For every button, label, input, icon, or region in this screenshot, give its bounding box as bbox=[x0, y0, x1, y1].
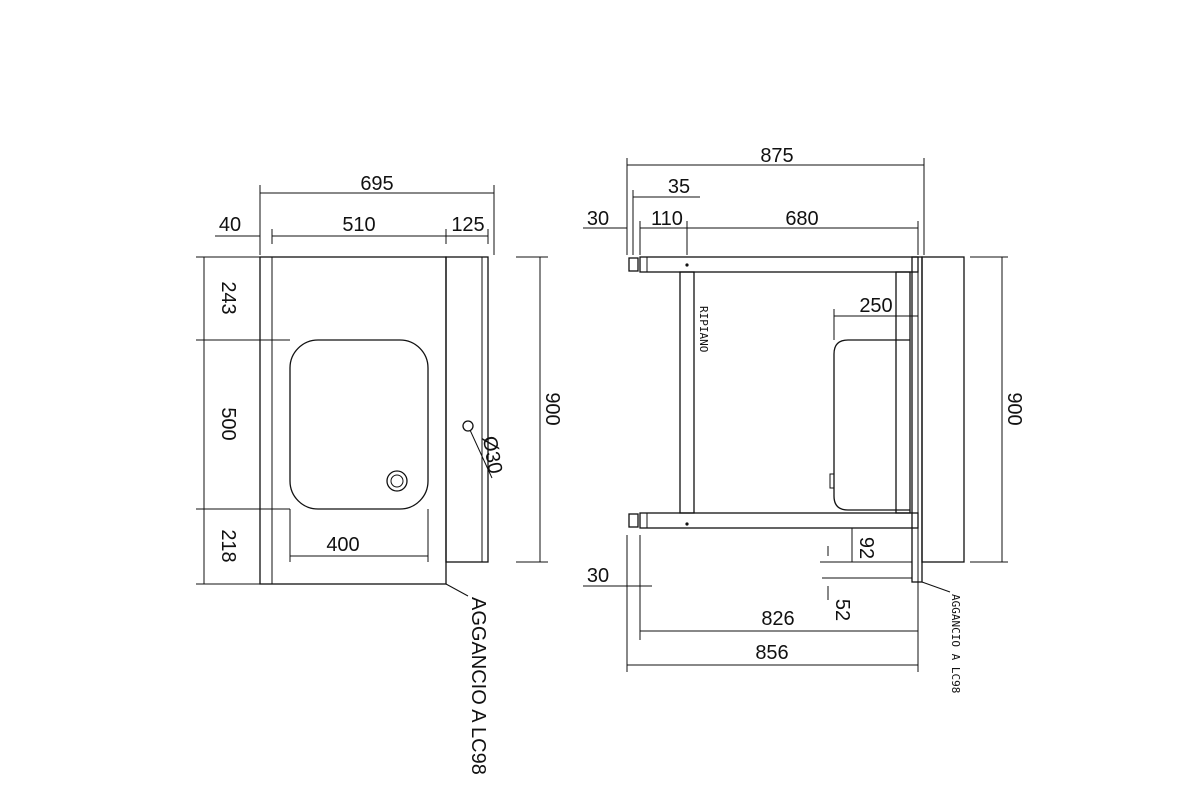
dim-826-label: 826 bbox=[761, 608, 794, 630]
dim-35-label: 35 bbox=[668, 176, 690, 198]
dim-510-label: 510 bbox=[342, 214, 375, 236]
side-bowl bbox=[833, 339, 910, 511]
dim-125-label: 125 bbox=[451, 214, 484, 236]
dim-856-label: 856 bbox=[755, 642, 788, 664]
dim-500-label: 500 bbox=[217, 407, 239, 440]
dim-680-label: 680 bbox=[785, 208, 818, 230]
side-top-rail-dot bbox=[685, 263, 689, 267]
dim-30-bottom-label: 30 bbox=[587, 565, 609, 587]
side-right-post bbox=[911, 256, 923, 583]
side-right-leg bbox=[895, 271, 911, 514]
side-bottom-rail-dot bbox=[685, 522, 689, 526]
dim-243-label: 243 bbox=[217, 281, 239, 314]
dim-218-label: 218 bbox=[217, 529, 239, 562]
side-left-leg bbox=[679, 271, 695, 514]
front-hole-leader bbox=[469, 429, 493, 479]
front-hook-line bbox=[445, 583, 469, 597]
side-view: RIPIANO 875 35 30 110 680 250 900 9 bbox=[583, 145, 1025, 693]
dim-875-label: 875 bbox=[760, 145, 793, 167]
front-tap-hole bbox=[462, 420, 474, 432]
dim-110-label: 110 bbox=[651, 208, 683, 230]
side-drain-stub bbox=[829, 473, 835, 489]
dim-92-label: 92 bbox=[855, 537, 877, 559]
side-top-rail bbox=[639, 256, 919, 273]
side-top-rail-endcap bbox=[628, 257, 639, 272]
dim-900-front-label: 900 bbox=[541, 392, 563, 425]
side-hook-label: AGGANCIO A LC98 bbox=[949, 594, 962, 693]
front-bowl bbox=[289, 339, 429, 510]
front-drain-outer bbox=[386, 470, 408, 492]
dim-695-label: 695 bbox=[360, 173, 393, 195]
dim-400-label: 400 bbox=[326, 534, 359, 556]
dim-250-label: 250 bbox=[859, 295, 892, 317]
dim-30-top-label: 30 bbox=[587, 208, 609, 230]
front-right-strip bbox=[445, 256, 489, 563]
front-drain-inner bbox=[390, 474, 404, 488]
side-hook-line bbox=[921, 581, 951, 593]
side-bottom-rail bbox=[639, 512, 919, 529]
dim-52-label: 52 bbox=[831, 599, 853, 621]
front-view: 695 40 510 125 243 500 218 400 900 Ø30 bbox=[196, 173, 563, 775]
side-back-panel bbox=[921, 256, 965, 563]
side-shelf-label: RIPIANO bbox=[697, 306, 710, 352]
dim-40-label: 40 bbox=[219, 214, 241, 236]
dim-900-side-label: 900 bbox=[1003, 392, 1025, 425]
front-hook-label: AGGANCIO A LC98 bbox=[467, 597, 489, 775]
side-bottom-rail-endcap bbox=[628, 513, 639, 528]
